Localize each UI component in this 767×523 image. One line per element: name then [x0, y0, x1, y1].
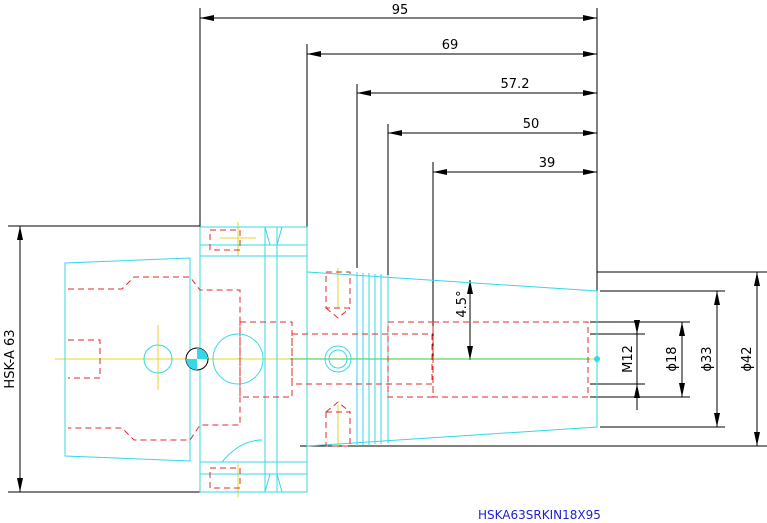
- arrow-head: [754, 272, 760, 286]
- screw-bottom: [325, 411, 351, 447]
- horizontal-dimensions: 95 69 57.2 50 39: [199, 3, 598, 360]
- arrow-head: [467, 346, 473, 360]
- arrow-head: [357, 90, 371, 96]
- arrow-head: [388, 130, 402, 136]
- coolant-circle-inner: [328, 349, 348, 369]
- flange-arc: [221, 439, 263, 463]
- arrow-head: [200, 15, 214, 21]
- dimension-label-d42: ϕ42: [740, 346, 755, 371]
- hsk-shank: [64, 257, 191, 462]
- dimension-label-39: 39: [539, 156, 556, 171]
- arrow-head: [583, 51, 597, 57]
- arrow-head: [467, 280, 473, 294]
- dimension-label-57-2: 57.2: [501, 77, 530, 92]
- arrow-head: [17, 226, 23, 240]
- arrow-head: [754, 432, 760, 446]
- key-slot-bottom: [209, 467, 241, 489]
- arrow-head: [583, 130, 597, 136]
- arrow-head: [679, 322, 685, 336]
- v-groove-top: [264, 226, 283, 246]
- dimension-label-m12: M12: [621, 345, 636, 373]
- collet-bore: [291, 333, 433, 385]
- circles: [143, 333, 600, 385]
- arrow-head: [433, 169, 447, 175]
- coolant-circle-inner: [324, 345, 352, 373]
- front-bore: [432, 321, 589, 398]
- dimension-label-d18: ϕ18: [665, 346, 680, 371]
- screw-top-tip: [325, 307, 351, 319]
- arrow-head: [583, 15, 597, 21]
- tip-point: [594, 356, 600, 362]
- arrow-head: [679, 383, 685, 397]
- arrow-head: [634, 384, 640, 398]
- datum-marker-quadrant: [197, 348, 208, 359]
- screw-top: [325, 271, 351, 309]
- key-slot-top: [209, 229, 241, 251]
- flange-bore: [239, 321, 293, 398]
- arrow-head: [634, 320, 640, 334]
- arrow-head: [17, 478, 23, 492]
- arrow-head: [583, 90, 597, 96]
- datum-marker-quadrant: [186, 359, 197, 370]
- dimension-label-69: 69: [442, 38, 459, 53]
- drawing-caption: HSKA63SRKIN18X95: [478, 508, 601, 522]
- dimension-label-d33: ϕ33: [700, 346, 715, 371]
- arrow-head: [583, 169, 597, 175]
- v-groove-bottom: [264, 473, 283, 493]
- hidden-features: [68, 229, 589, 489]
- shank-cavity: [68, 276, 241, 441]
- arrow-head: [714, 291, 720, 305]
- dimension-label-50: 50: [523, 117, 540, 132]
- shank-slot: [68, 339, 101, 379]
- shank-hole-circle: [143, 344, 173, 374]
- arrow-head: [307, 51, 321, 57]
- dimension-label-95: 95: [392, 3, 409, 18]
- right-vertical-dimensions: M12 ϕ18 ϕ33 ϕ42: [300, 271, 767, 447]
- coolant-circle: [212, 333, 264, 385]
- angle-label: 4.5°: [455, 290, 470, 317]
- arrow-head: [714, 413, 720, 427]
- left-vertical-dimension: HSK-A 63: [3, 225, 200, 493]
- screw-bottom-tip: [325, 401, 351, 413]
- dimension-label-hsk: HSK-A 63: [3, 329, 18, 388]
- angle-dimension: 4.5°: [455, 280, 473, 360]
